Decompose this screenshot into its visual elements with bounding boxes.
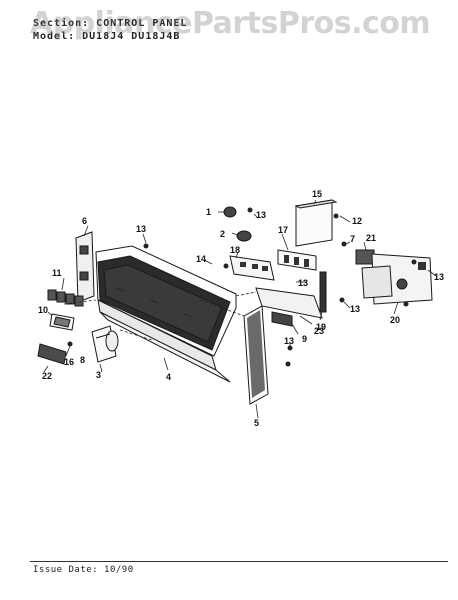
callout-6: 6 [82,216,87,226]
knob-part [91,325,119,363]
callout-8: 8 [80,355,85,365]
callout-13-a: 13 [136,224,146,234]
small-knob-parts [223,206,252,242]
callout-13-c: 13 [298,278,308,288]
callout-13-b: 13 [256,210,266,220]
callout-2: 2 [220,229,225,239]
push-buttons-part [47,289,84,307]
insert-panel-part [243,305,269,405]
cover-plate-part [294,199,338,247]
connector-strip-part [319,271,327,313]
issue-date: Issue Date: 10/90 [33,565,134,575]
callout-3: 3 [96,370,101,380]
switch-bar-part [37,343,67,365]
callout-21: 21 [366,233,376,243]
circuit-board-part [229,255,275,281]
callout-9: 9 [302,334,307,344]
bezel-part [49,313,75,331]
callout-4: 4 [166,372,171,382]
control-panel-part [95,245,237,383]
section-title: Section: CONTROL PANEL [33,18,188,29]
leader-lines [43,199,437,419]
callout-13-d: 13 [350,304,360,314]
callout-16: 16 [64,357,74,367]
callout-20: 20 [390,315,400,325]
screws [67,207,417,367]
angled-bracket-part [255,287,323,327]
callout-19: 19 [316,322,326,332]
timer-assembly-part [361,253,433,305]
site-watermark: AppliancePartsPros.com [30,6,431,41]
footer-divider [30,561,448,562]
callout-13-f: 13 [434,272,444,282]
relay-part [355,249,375,265]
callout-15: 15 [312,189,322,199]
callout-7: 7 [350,234,355,244]
callout-17: 17 [278,225,288,235]
callout-1: 1 [206,207,211,217]
callout-10: 10 [38,305,48,315]
switch-block-part [277,249,317,271]
callout-labels: 1 2 3 4 5 6 7 8 9 10 11 12 13 13 13 13 1… [38,189,444,428]
callout-18: 18 [230,245,240,255]
callout-5: 5 [254,418,259,428]
callout-11: 11 [52,268,62,278]
callout-14: 14 [196,254,206,264]
end-bracket-part [75,231,95,303]
callout-12: 12 [352,216,362,226]
callout-23: 23 [314,326,324,336]
callout-22: 22 [42,371,52,381]
model-title: Model: DU18J4 DU18J4B [33,31,181,42]
callout-13-e: 13 [284,336,294,346]
